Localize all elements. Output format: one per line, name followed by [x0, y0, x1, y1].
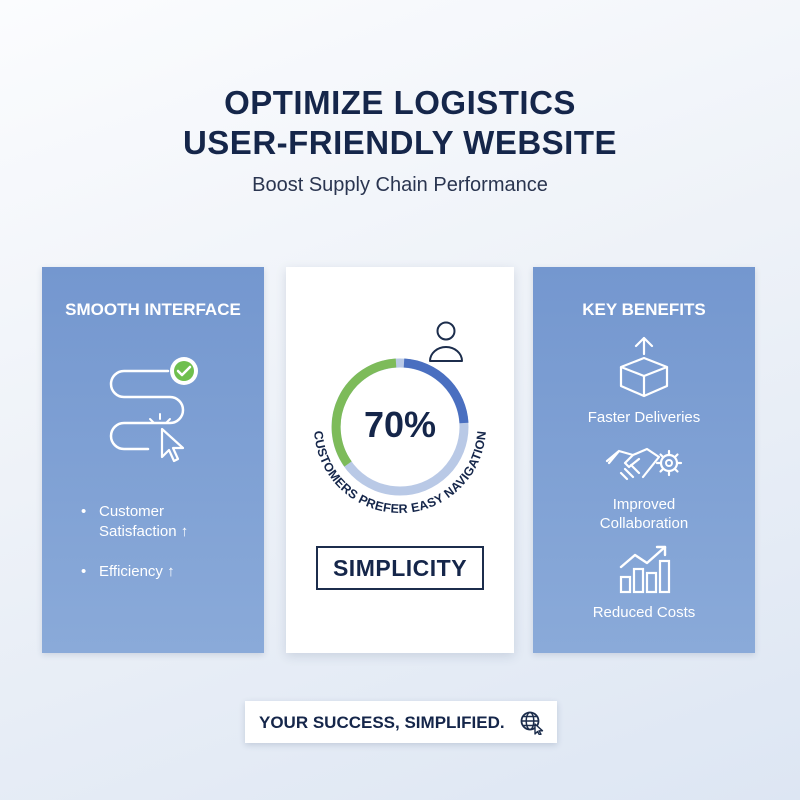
navigation-stat-graphic: CUSTOMERS PREFER EASY NAVIGATION	[311, 321, 489, 516]
benefit-label-multiline: Improved Collaboration	[533, 495, 755, 533]
benefit-label-line: Improved	[612, 496, 676, 513]
bullet-line: Efficiency ↑	[99, 563, 175, 580]
page-title-line-1: OPTIMIZE LOGISTICS	[224, 84, 576, 121]
simplicity-badge: SIMPLICITY	[316, 546, 484, 590]
bullet-customer-satisfaction: • Customer Satisfaction ↑	[81, 503, 189, 540]
bullet-line: Satisfaction ↑	[99, 523, 189, 540]
path-checkmark-cursor-icon	[109, 357, 198, 463]
page-subtitle: Boost Supply Chain Performance	[252, 174, 548, 196]
bullet-line: Customer	[99, 503, 165, 520]
benefit-label: Faster Deliveries	[587, 409, 701, 426]
benefit-label-line: Collaboration	[599, 515, 689, 532]
user-icon	[429, 321, 463, 362]
package-icon	[619, 336, 669, 398]
handshake-gear-icon	[605, 447, 683, 481]
percentage-value: 70%	[363, 404, 437, 445]
bullet-efficiency: • Efficiency ↑	[81, 563, 175, 580]
smooth-interface-title: SMOOTH INTERFACE	[65, 300, 241, 319]
globe-cursor-icon	[520, 711, 544, 735]
page-title-line-2: USER-FRIENDLY WEBSITE	[182, 124, 618, 161]
ring-blue-arc	[403, 358, 469, 424]
key-benefits-panel: KEY BENEFITS Faster Deliveries Improved …	[533, 267, 755, 653]
tagline-banner: YOUR SUCCESS, SIMPLIFIED.	[245, 701, 557, 743]
smooth-interface-panel: SMOOTH INTERFACE • Customer Satisfaction…	[42, 267, 264, 653]
bar-chart-growth-icon	[619, 545, 671, 594]
key-benefits-title: KEY BENEFITS	[582, 300, 706, 319]
benefit-label: Reduced Costs	[592, 604, 696, 621]
tagline-text: YOUR SUCCESS, SIMPLIFIED.	[259, 713, 505, 732]
ring-green-arc	[331, 358, 397, 467]
